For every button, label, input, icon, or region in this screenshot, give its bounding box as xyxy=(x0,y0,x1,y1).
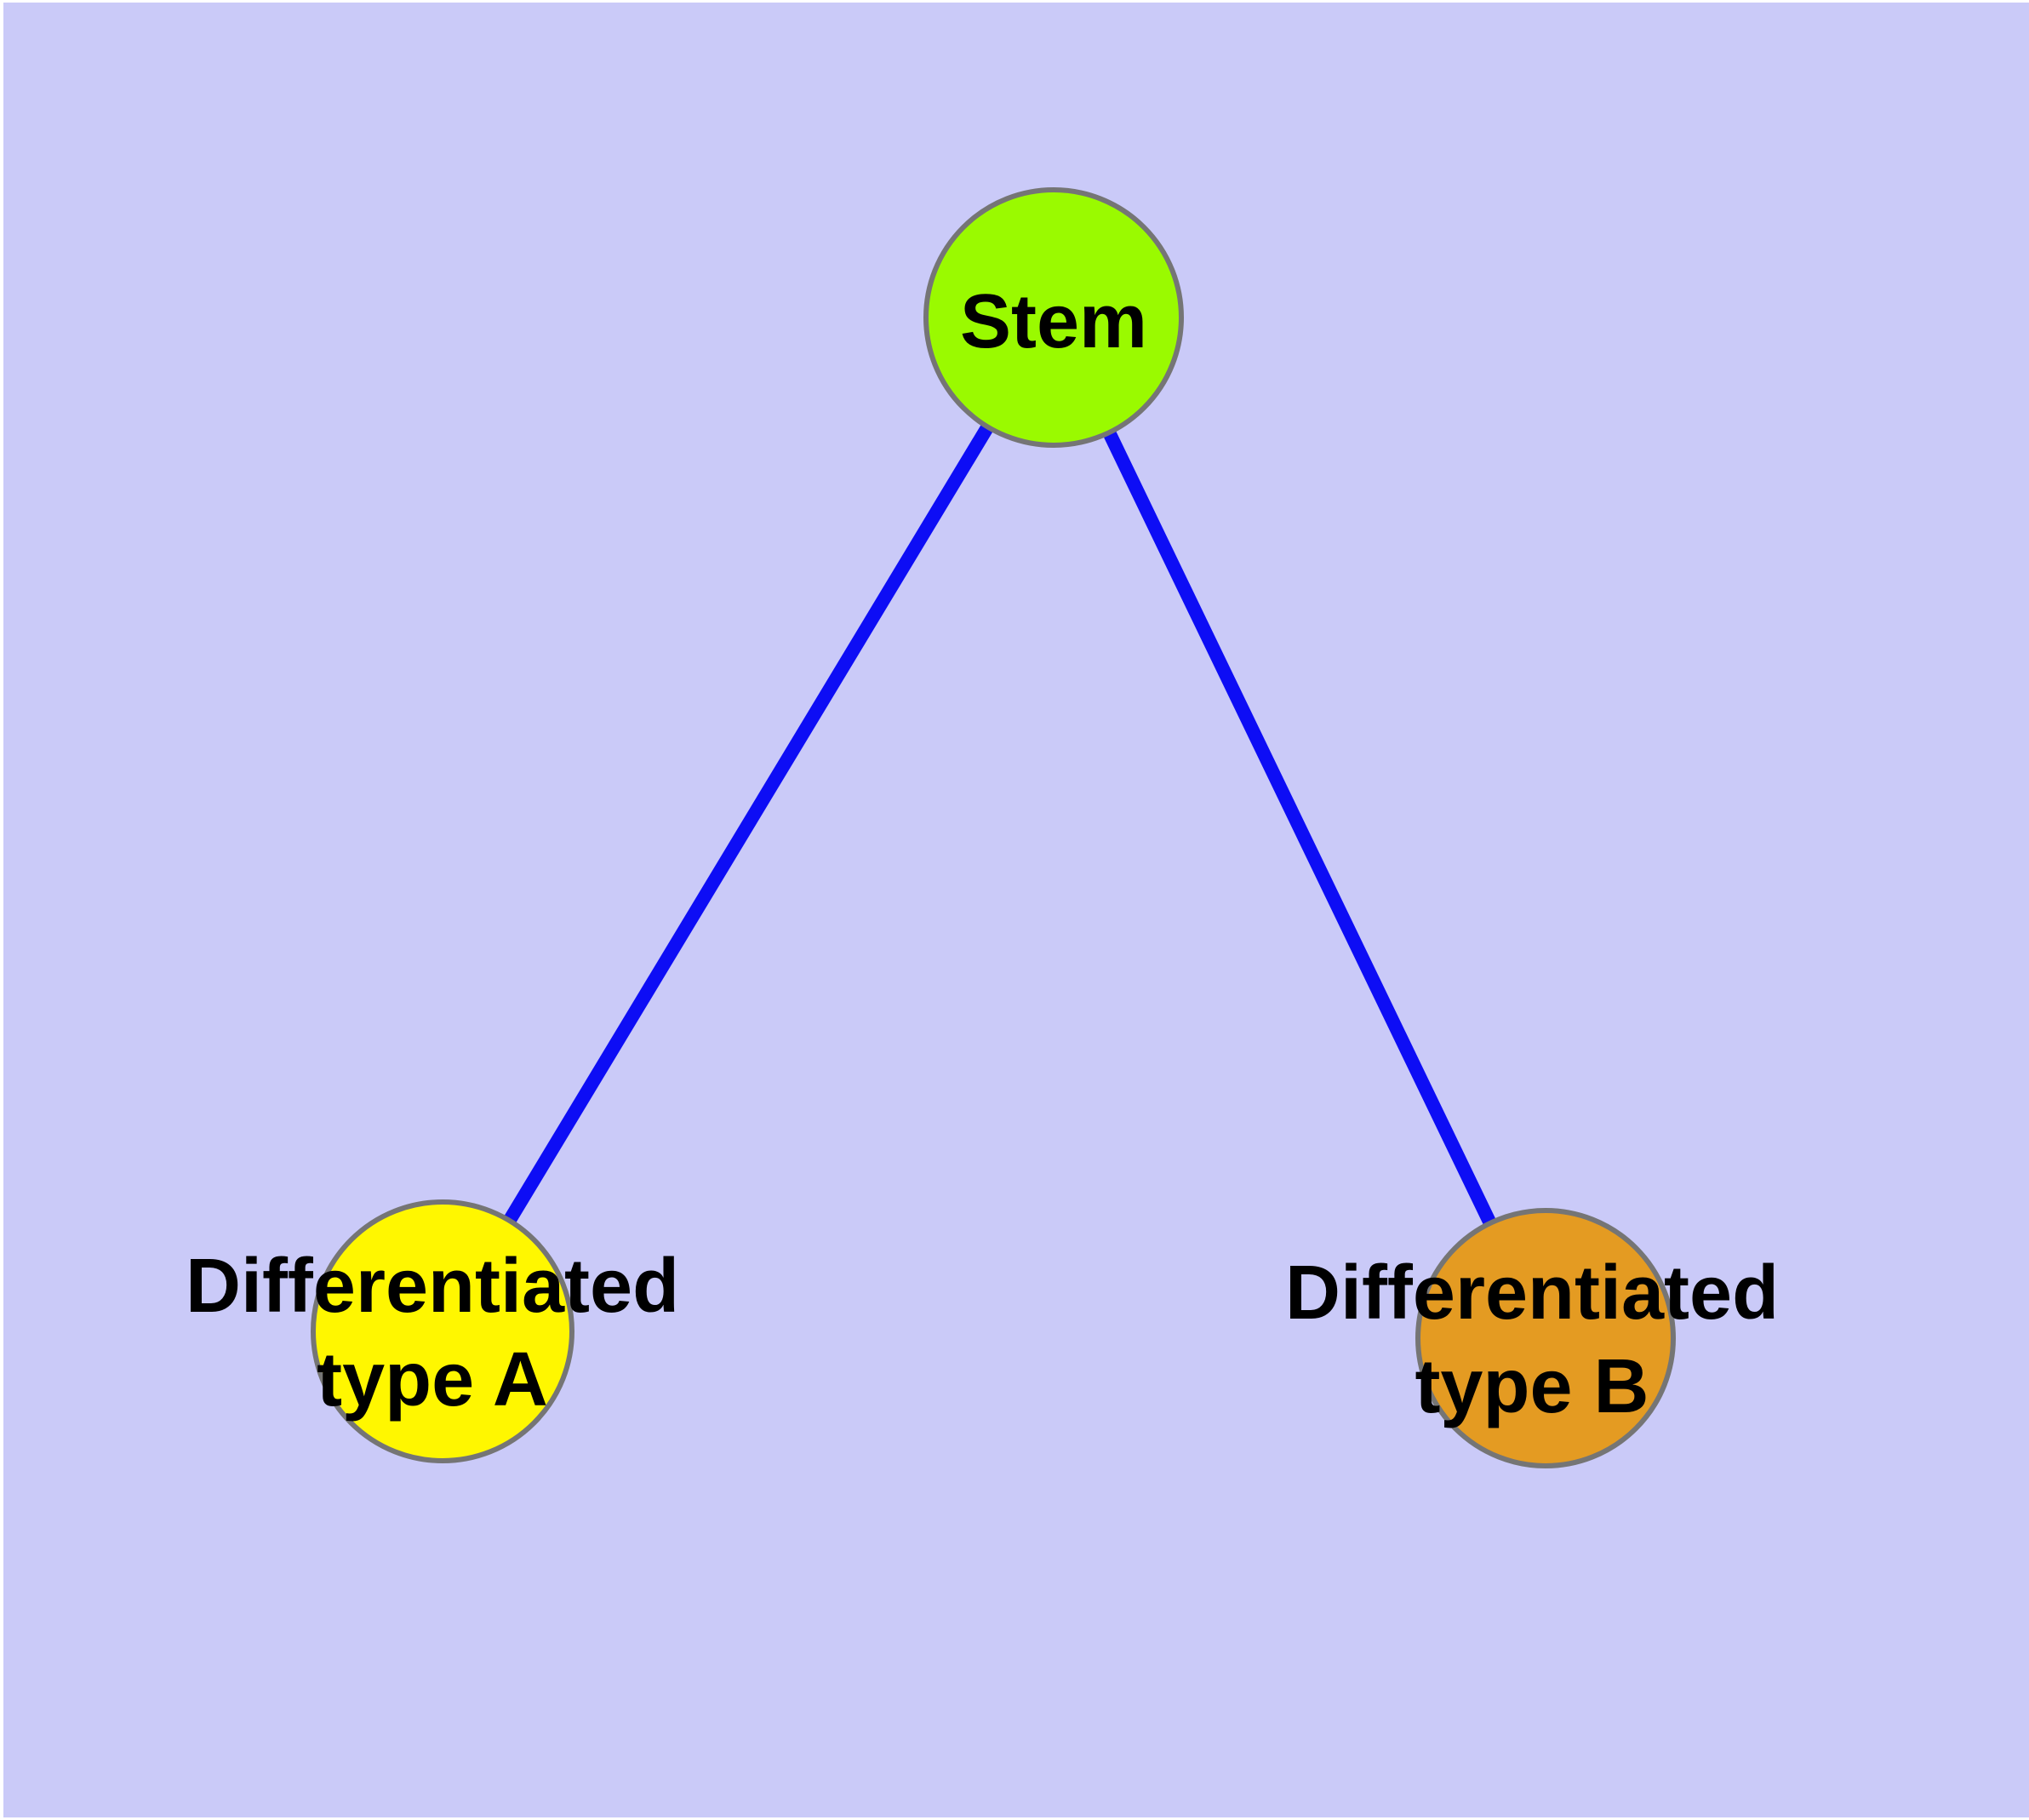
edge-stem-to-type-b xyxy=(1047,314,1552,1342)
node-type-b-label: Differentiated type B xyxy=(1284,1251,1780,1429)
node-stem-label: Stem xyxy=(959,279,1148,364)
node-stem-circle xyxy=(923,187,1184,448)
node-type-a-circle xyxy=(311,1199,574,1463)
node-type-a-label: Differentiated type A xyxy=(185,1244,680,1422)
edge-stem-to-type-a xyxy=(437,313,1060,1336)
node-type-b-circle xyxy=(1415,1208,1676,1468)
